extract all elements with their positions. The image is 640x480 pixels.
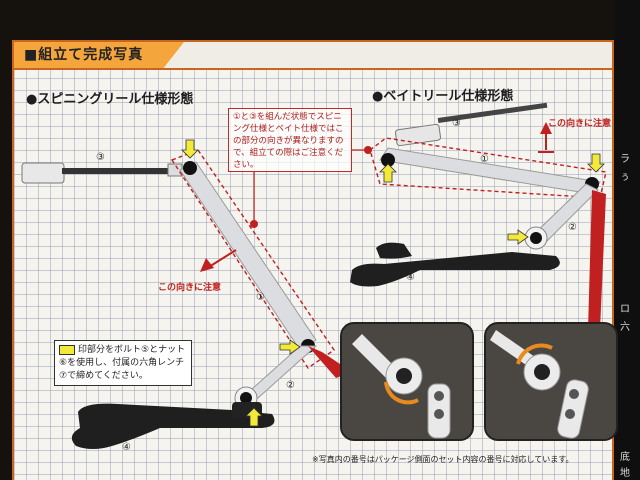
baitcast-heading: ●ベイトリール仕様形態 (372, 89, 514, 104)
part-number-baitcast-4: ④ (406, 272, 415, 283)
closeup-right-art (486, 324, 616, 439)
part-number-baitcast-1: ① (480, 154, 489, 165)
yellow-arrow-low (245, 407, 263, 427)
baitcast-joint-top (381, 153, 395, 167)
baitcast-arm-1 (379, 147, 601, 195)
caution-label-right: この向きに注意 (548, 119, 612, 129)
baitcast-rod-holder (394, 123, 442, 147)
caution-arrow-right-head (540, 122, 552, 134)
yellow-arrow-b3 (507, 229, 529, 245)
spinning-joint-low-bolt (240, 392, 252, 404)
baitcast-rod-bar (437, 102, 548, 123)
part-number-spinning-1: ① (256, 292, 265, 303)
baitcast-base-foot (376, 242, 412, 259)
instruction-arrow-icon (59, 344, 75, 355)
spinning-joint-top (183, 161, 197, 175)
side-text: 六 (620, 322, 630, 333)
bolt-instruction: 印部分をボルト⑤とナット⑥を使用し、付属の六角レンチ⑦で締めてください。 (54, 340, 192, 386)
inset-pointer-right (588, 190, 606, 330)
part-number-baitcast-2: ② (568, 222, 577, 233)
spinning-base (71, 403, 275, 449)
yellow-arrow-top (181, 139, 199, 159)
yellow-arrow-b1 (379, 163, 397, 183)
closeup-spinning-joint (340, 322, 474, 441)
closeup-left-art (342, 324, 472, 439)
caution-arrow-left-head (200, 258, 214, 272)
yellow-arrow-b2 (587, 153, 605, 173)
assembly-illustration (21, 102, 607, 449)
spinning-rod-bar (62, 168, 172, 174)
header-tab (14, 42, 184, 68)
part-number-spinning-2: ② (286, 380, 295, 391)
note-dot-right (364, 146, 372, 154)
footnote: ※写真内の番号はパッケージ側面のセット内容の番号に対応しています。 (312, 455, 574, 464)
part-number-baitcast-3: ③ (452, 118, 461, 129)
instruction-text: 印部分をボルト⑤とナット⑥を使用し、付属の六角レンチ⑦で締めてください。 (59, 345, 186, 381)
baitcast-joint-low-bolt (530, 232, 542, 244)
side-text: ロ (620, 304, 630, 315)
orientation-note: ①と③を組んだ状態でスピニング仕様とベイト仕様ではこの部分の向きが異なりますので… (228, 108, 352, 172)
side-text: ぅ (620, 172, 630, 183)
spinning-arm-1 (179, 161, 317, 351)
spinning-rod-holder (21, 162, 65, 184)
spinning-highlight (170, 149, 335, 369)
spinning-heading: ●スピニングリール仕様形態 (26, 92, 194, 107)
spinning-arm-2 (240, 345, 318, 399)
baitcast-highlight (369, 137, 607, 199)
baitcast-base (350, 252, 560, 287)
side-text: ラ (620, 154, 630, 165)
part-number-spinning-3: ③ (96, 152, 105, 163)
page-title: ■組立て完成写真 (24, 47, 144, 63)
yellow-arrow-mid (279, 339, 301, 355)
part-number-spinning-4: ④ (122, 442, 131, 453)
side-text: 底 (620, 452, 630, 463)
note-dot-left (250, 220, 258, 228)
right-side-packaging-edge: ラ ぅ ロ 六 底 地 (614, 0, 640, 480)
closeup-baitcast-joint (484, 322, 618, 441)
side-text: 地 (620, 468, 630, 479)
caution-label-left: この向きに注意 (158, 283, 222, 293)
